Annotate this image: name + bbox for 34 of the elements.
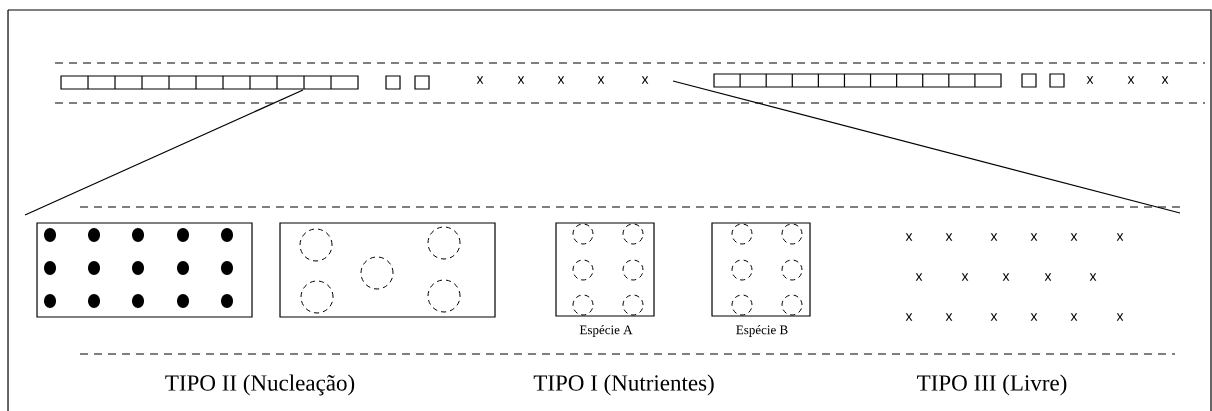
- x-mark: x: [915, 273, 923, 281]
- x-mark: x: [641, 76, 649, 84]
- x-mark: x: [1161, 76, 1169, 84]
- x-mark: x: [1070, 233, 1078, 241]
- x-mark: x: [597, 76, 605, 84]
- frame-box: [555, 222, 655, 317]
- x-mark: x: [1070, 313, 1078, 321]
- x-mark: x: [1030, 233, 1038, 241]
- x-mark: x: [1086, 76, 1094, 84]
- x-mark: x: [945, 313, 953, 321]
- frame-box: [36, 222, 253, 318]
- x-mark: x: [557, 76, 565, 84]
- x-mark: x: [1044, 273, 1052, 281]
- x-mark: x: [905, 313, 913, 321]
- x-mark: x: [1116, 233, 1124, 241]
- x-mark: x: [945, 233, 953, 241]
- frame-box: [279, 222, 496, 318]
- x-mark: x: [905, 233, 913, 241]
- node-label: Espécie B: [736, 325, 788, 337]
- node-label: Espécie A: [579, 325, 633, 337]
- x-mark: x: [476, 76, 484, 84]
- x-mark: x: [990, 233, 998, 241]
- x-mark: x: [1127, 76, 1135, 84]
- x-mark: x: [1002, 273, 1010, 281]
- x-mark: x: [1089, 273, 1097, 281]
- x-mark: x: [1116, 313, 1124, 321]
- frame-box: [711, 222, 811, 317]
- x-mark: x: [990, 313, 998, 321]
- x-mark: x: [961, 273, 969, 281]
- x-mark: x: [517, 76, 525, 84]
- type-label: TIPO III (Livre): [917, 374, 1067, 396]
- x-mark: x: [1030, 313, 1038, 321]
- type-label: TIPO I (Nutrientes): [533, 374, 714, 396]
- type-label: TIPO II (Nucleação): [165, 374, 355, 396]
